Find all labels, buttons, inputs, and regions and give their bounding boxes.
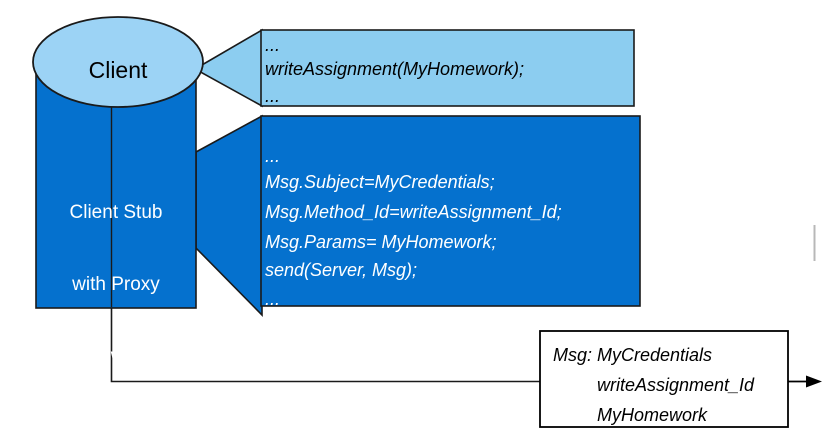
message-box — [539, 330, 789, 428]
dark-callout-box — [260, 115, 641, 307]
dark-callout-tail — [195, 114, 263, 317]
client-ellipse — [32, 16, 204, 108]
outgoing-arrow-head — [806, 375, 822, 388]
light-callout-box — [260, 29, 635, 107]
light-callout-tail — [193, 28, 263, 108]
